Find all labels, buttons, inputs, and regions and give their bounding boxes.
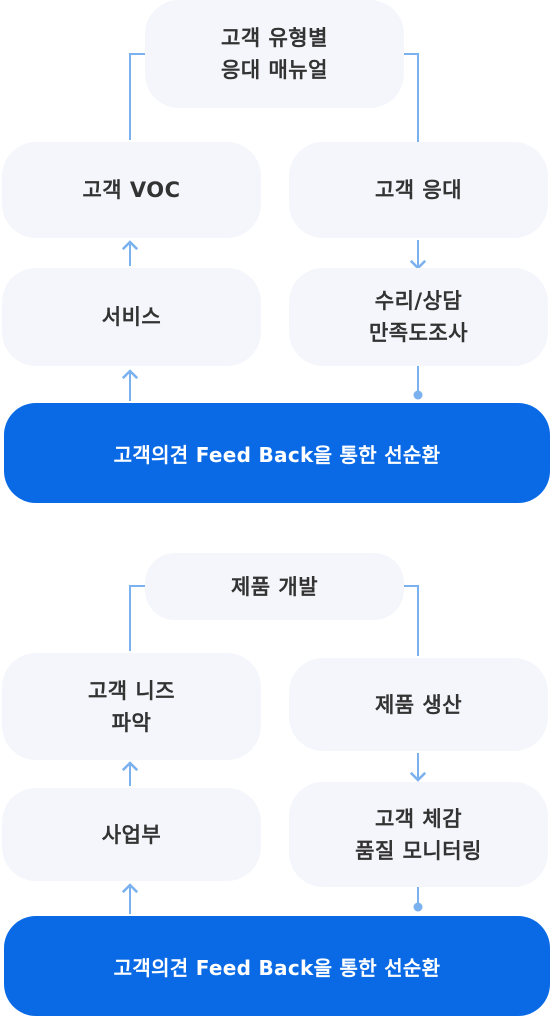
node-business-division: 사업부 — [2, 788, 261, 881]
node-service: 서비스 — [2, 268, 261, 366]
feedback-cycle-bar-2: 고객의견 Feed Back을 통한 선순환 — [4, 916, 550, 1016]
connector-right-top-2 — [404, 585, 419, 656]
node-repair-survey: 수리/상담 만족도조사 — [289, 268, 548, 366]
connector-left-top — [129, 53, 145, 140]
connector-left-top-2 — [129, 585, 145, 651]
dot-survey — [413, 390, 423, 400]
node-customer-voc: 고객 VOC — [2, 142, 261, 238]
node-customer-response: 고객 응대 — [289, 142, 548, 238]
connector-right-top — [404, 53, 419, 142]
node-product-production: 제품 생산 — [289, 658, 548, 751]
feedback-cycle-bar: 고객의견 Feed Back을 통한 선순환 — [4, 403, 550, 503]
node-quality-monitoring: 고객 체감 품질 모니터링 — [289, 782, 548, 887]
node-customer-manual: 고객 유형별 응대 매뉴얼 — [145, 0, 404, 108]
dot-quality — [413, 902, 423, 912]
node-customer-needs: 고객 니즈 파악 — [2, 653, 261, 760]
node-product-development: 제품 개발 — [145, 553, 404, 620]
